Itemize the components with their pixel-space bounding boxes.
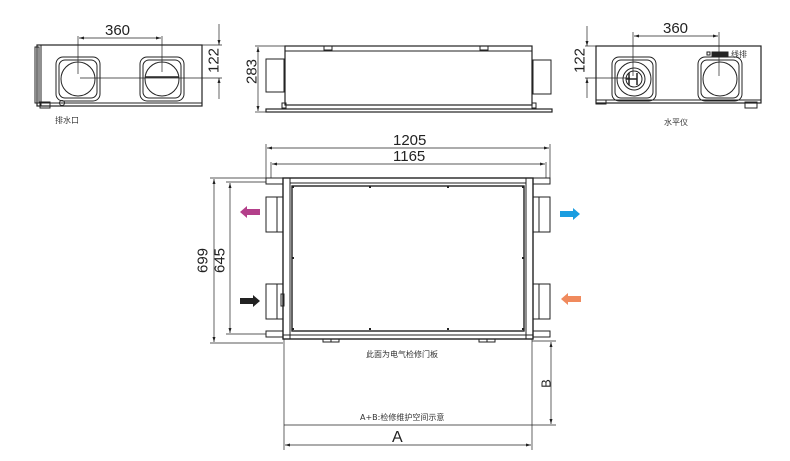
terminal-block-label: 线排 bbox=[731, 50, 747, 59]
inner-width-dim: 1165 bbox=[393, 148, 426, 165]
left-view-width-dim: 360 bbox=[105, 22, 131, 39]
clearance-a-dim: A bbox=[392, 429, 403, 446]
side-view-height-dim: 283 bbox=[243, 58, 261, 85]
drain-outlet-label: 排水口 bbox=[55, 116, 79, 125]
airflow-arrow-bottom-right bbox=[561, 293, 581, 305]
clearance-label: A+B:检修维护空间示意 bbox=[360, 413, 445, 422]
right-end-view bbox=[585, 26, 762, 109]
overall-width-dim: 1205 bbox=[393, 132, 427, 149]
top-view bbox=[210, 144, 556, 450]
overall-depth-dim: 699 bbox=[194, 247, 212, 274]
clearance-b-dim: B bbox=[538, 379, 554, 388]
inner-depth-dim: 645 bbox=[211, 247, 229, 274]
right-view-width-dim: 360 bbox=[663, 20, 689, 37]
level-gauge-label: 水平仪 bbox=[664, 118, 688, 127]
left-end-view bbox=[34, 24, 222, 109]
airflow-arrow-bottom-left bbox=[240, 295, 260, 307]
left-view-height-dim: 122 bbox=[205, 47, 223, 74]
right-view-height-dim: 122 bbox=[571, 47, 589, 74]
airflow-arrow-top-right bbox=[560, 208, 580, 220]
airflow-arrow-top-left bbox=[240, 206, 260, 218]
side-view bbox=[255, 45, 553, 113]
access-panel-label: 此面为电气检修门板 bbox=[366, 350, 438, 359]
